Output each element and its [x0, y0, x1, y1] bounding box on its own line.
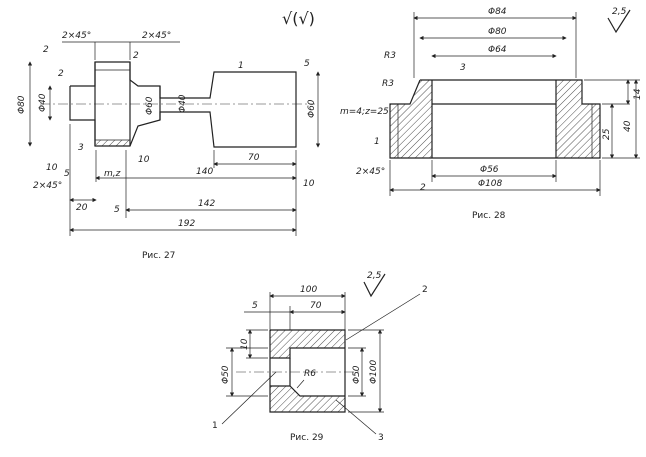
fig27-dim-140: 140 — [196, 167, 213, 177]
fig29-dim-70: 70 — [310, 301, 322, 311]
fig27-chamfer-bottom: 2×45° — [33, 181, 62, 191]
fig29-top-dims: 100 70 5 — [244, 285, 346, 330]
fig27-d40b: Φ40 — [178, 94, 188, 113]
fig27-left-diameters: Φ80 Φ40 Φ60 Φ40 Φ60 — [17, 61, 321, 148]
fig27-dim-20: 20 — [76, 203, 88, 213]
fig27-rough-2a: 2 — [43, 45, 49, 55]
fig29-part-3: 3 — [378, 433, 384, 443]
fig27-part-1: 1 — [238, 61, 244, 71]
fig27-chamfer-left: 2×45° — [62, 31, 91, 41]
fig27-dim-70: 70 — [248, 153, 260, 163]
fig28-d108: Φ108 — [478, 179, 503, 189]
fig29-right-dims: Φ50 Φ100 — [348, 329, 384, 413]
gear-section — [389, 79, 601, 159]
fig28-d80: Φ80 — [488, 27, 507, 37]
fig28-right-dims: 14 40 25 — [584, 79, 643, 159]
fig29-part-2: 2 — [422, 285, 428, 295]
fig27-d60a: Φ60 — [145, 96, 155, 115]
bushing-section — [236, 329, 362, 413]
fig27-rough-5: 5 — [304, 59, 310, 69]
fig27-d60b: Φ60 — [307, 99, 317, 118]
fig29-d100: Φ100 — [369, 359, 379, 384]
fig27-d80: Φ80 — [17, 95, 27, 114]
fig27-d40a: Φ40 — [38, 93, 48, 112]
fig27-roughness-symbol: √(√) — [282, 9, 315, 28]
fig29-caption: Рис. 29 — [290, 433, 324, 443]
fig27-rough-10c: 10 — [303, 179, 315, 189]
fig29-left-dims: 10 Φ50 — [221, 329, 268, 397]
fig28-d56: Φ56 — [480, 165, 499, 175]
fig27-rough-5b: 5 — [64, 169, 70, 179]
fig29-d50a: Φ50 — [221, 365, 231, 384]
fig27-caption: Рис. 27 — [142, 251, 175, 261]
fig27-rough-10a: 10 — [46, 163, 58, 173]
fig29-dim-10: 10 — [240, 338, 250, 350]
fig28-roughness: 2,5 — [612, 7, 627, 17]
fig27-dim-192: 192 — [178, 219, 195, 229]
fig27-mz-label: m,z — [104, 169, 121, 179]
fig29-dim-5: 5 — [252, 301, 258, 311]
fig27-chamfer-right: 2×45° — [142, 31, 171, 41]
shaft-outline — [69, 61, 297, 148]
fig28-dim-40: 40 — [623, 120, 633, 132]
fig28-dim-14: 14 — [633, 88, 643, 100]
fig27-rough-10b: 10 — [138, 155, 150, 165]
fig28-part-1: 1 — [374, 137, 380, 147]
fig27-rough-2b: 2 — [133, 51, 139, 61]
fig29-dim-100: 100 — [300, 285, 317, 295]
fig27-rough-5c: 5 — [114, 205, 120, 215]
fig29-part-1: 1 — [212, 421, 218, 431]
fig28-caption: Рис. 28 — [472, 211, 506, 221]
fig28-chamfer: 2×45° — [356, 167, 385, 177]
fig28-r3b: R3 — [382, 79, 394, 89]
fig28-r3a: R3 — [384, 51, 396, 61]
figure-29-bushing-drawing: 2,5 100 70 5 10 — [212, 271, 428, 443]
fig28-mz: m=4;z=25 — [340, 107, 389, 117]
fig28-part-3: 3 — [460, 63, 466, 73]
fig28-d84: Φ84 — [488, 7, 507, 17]
fig28-bottom-dims: 2×45° Φ56 Φ108 — [356, 160, 601, 196]
fig27-part-3: 3 — [78, 143, 84, 153]
fig29-roughness: 2,5 — [367, 271, 382, 281]
figure-27-shaft-drawing: √(√) 2×45° 2×45° 2 2 2 5 Φ80 Φ40 Φ60 Φ40… — [17, 9, 321, 261]
fig27-chamfer-dims: 2×45° 2×45° 2 2 2 5 — [43, 31, 310, 79]
fig28-top-dims: Φ84 Φ80 Φ64 — [413, 7, 577, 78]
fig28-part-2: 2 — [420, 183, 426, 193]
fig29-d50b: Φ50 — [352, 365, 362, 384]
fig28-dim-25: 25 — [602, 128, 612, 140]
fig27-dim-142: 142 — [198, 199, 215, 209]
fig28-d64: Φ64 — [488, 45, 507, 55]
fig27-rough-2c: 2 — [58, 69, 64, 79]
figure-28-gear-drawing: 2,5 Φ84 Φ80 Φ64 R3 R3 3 — [340, 7, 643, 221]
fig29-r6: R6 — [304, 369, 316, 379]
fig27-bottom-dims: 70 2×45° 140 10 20 5 142 192 — [33, 124, 315, 236]
